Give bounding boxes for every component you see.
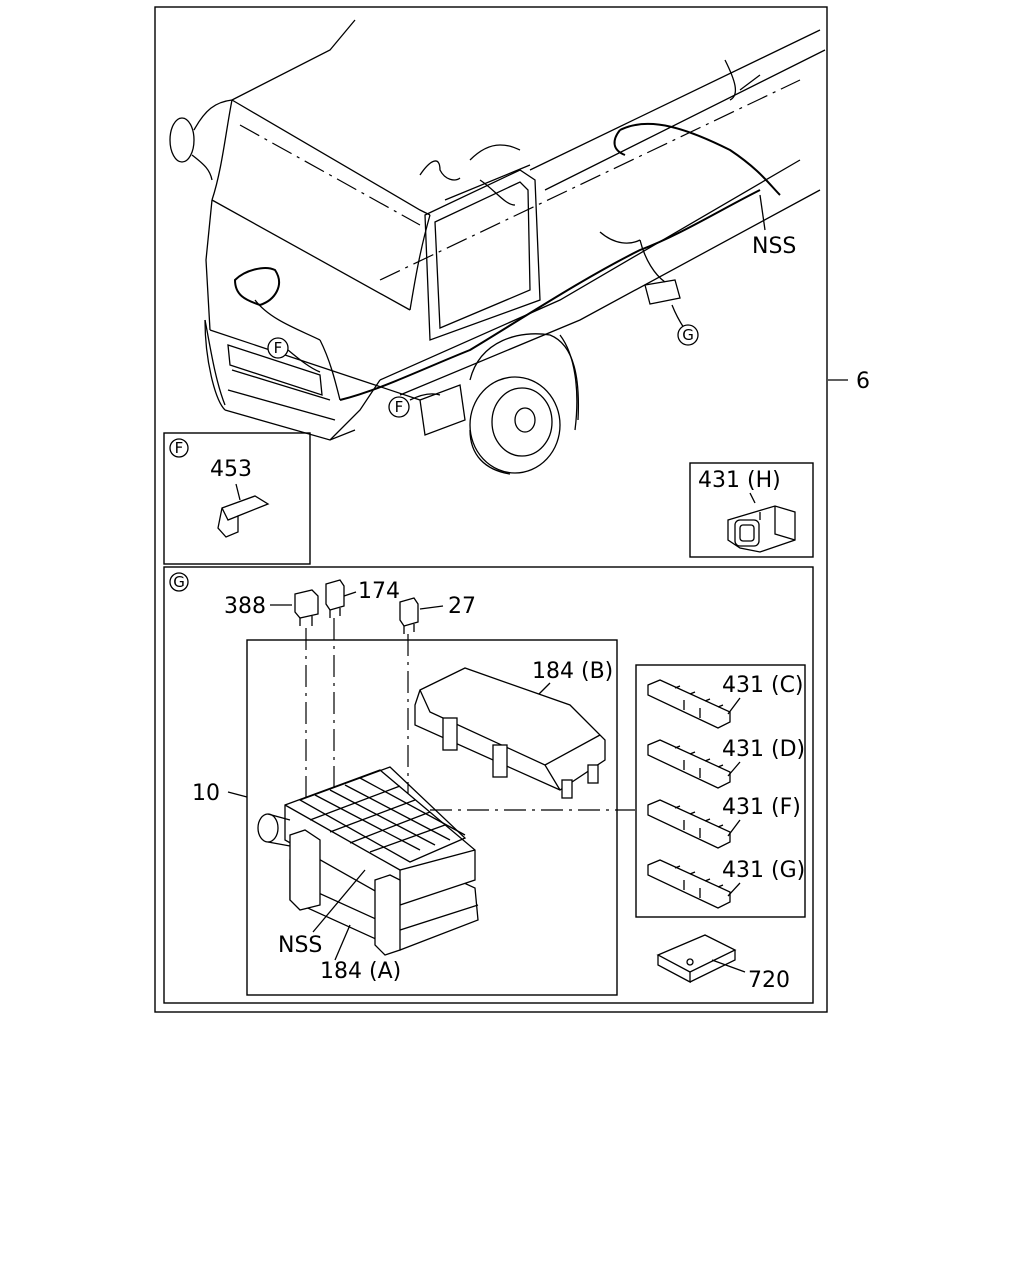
connector-strips-box	[635, 664, 806, 918]
clip-453-icon	[217, 495, 270, 538]
fuse-27-icon	[399, 597, 419, 634]
cover-184b-icon	[414, 667, 606, 799]
detail-g-marker: G	[169, 572, 189, 592]
ref-f-front-label: F	[274, 339, 283, 357]
detail-g-marker-label: G	[173, 573, 185, 591]
part-720-label: 720	[748, 968, 790, 993]
connector-431c-icon	[647, 679, 731, 729]
nss-harness-label: NSS	[752, 234, 796, 259]
part-431d-label: 431 (D)	[722, 737, 805, 762]
ref-f-front-callout: F	[267, 337, 289, 359]
fuse-174-icon	[325, 579, 345, 618]
relay-388-icon	[294, 589, 319, 626]
truck-illustration	[169, 19, 826, 475]
detail-g-box	[163, 566, 814, 1004]
part-174-label: 174	[358, 579, 400, 604]
bracket-720-icon	[656, 934, 737, 984]
connector-431d-icon	[647, 739, 731, 789]
detail-f-marker-label: F	[175, 439, 184, 457]
detail-f-marker: F	[169, 438, 189, 458]
part-27-label: 27	[448, 594, 476, 619]
part-431c-label: 431 (C)	[722, 673, 804, 698]
part-431f-label: 431 (F)	[722, 795, 801, 820]
nss-box-label: NSS	[278, 933, 322, 958]
assembly-label: 6	[856, 369, 870, 394]
part-10-label: 10	[192, 781, 220, 806]
connector-431g-icon	[647, 859, 731, 909]
fuse-box-frame	[246, 639, 618, 996]
part-431h-label: 431 (H)	[698, 468, 781, 493]
main-frame	[154, 6, 828, 1013]
connector-431f-icon	[647, 799, 731, 849]
detail-431h-box	[689, 462, 814, 558]
ref-f-wheel-callout: F	[388, 396, 410, 418]
connector-431h-icon	[727, 505, 796, 553]
fuse-box-184a-icon	[257, 766, 479, 956]
ref-g-harness-label: G	[682, 326, 694, 344]
part-184a-label: 184 (A)	[320, 959, 401, 984]
detail-f-box	[163, 432, 311, 565]
part-388-label: 388	[224, 594, 266, 619]
ref-g-harness-callout: G	[677, 324, 699, 346]
part-453-label: 453	[210, 457, 252, 482]
ref-f-wheel-label: F	[395, 398, 404, 416]
part-431g-label: 431 (G)	[722, 858, 805, 883]
part-184b-label: 184 (B)	[532, 659, 613, 684]
